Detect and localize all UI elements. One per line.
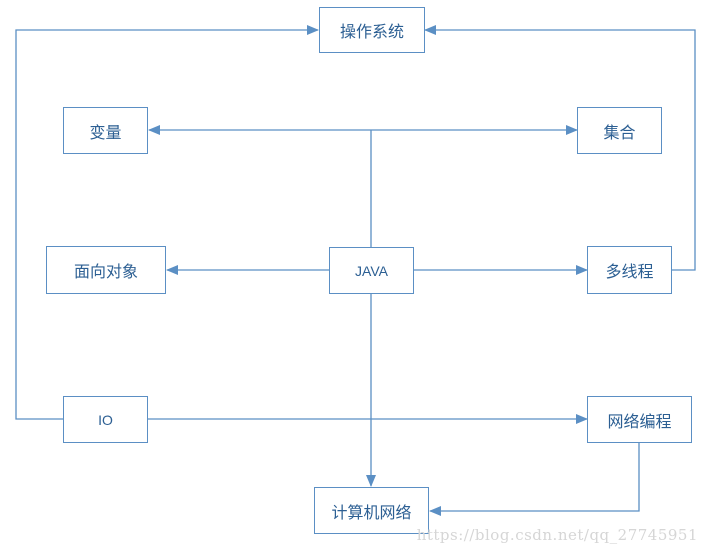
edge-netprog-to-network — [429, 443, 640, 516]
watermark-url: https://blog.csdn.net/qq_27745951 — [416, 526, 698, 544]
node-oop[interactable]: 面向对象 — [46, 246, 166, 294]
edge-thread-to-os — [424, 25, 696, 271]
edge-io-to-os — [15, 25, 319, 420]
node-thread[interactable]: 多线程 — [587, 246, 672, 294]
node-io[interactable]: IO — [63, 396, 148, 443]
node-variable[interactable]: 变量 — [63, 107, 148, 154]
node-java[interactable]: JAVA — [329, 247, 414, 294]
node-computer-network[interactable]: 计算机网络 — [314, 487, 429, 534]
node-network-programming[interactable]: 网络编程 — [587, 396, 692, 443]
node-os[interactable]: 操作系统 — [319, 7, 425, 53]
node-collection[interactable]: 集合 — [577, 107, 662, 154]
